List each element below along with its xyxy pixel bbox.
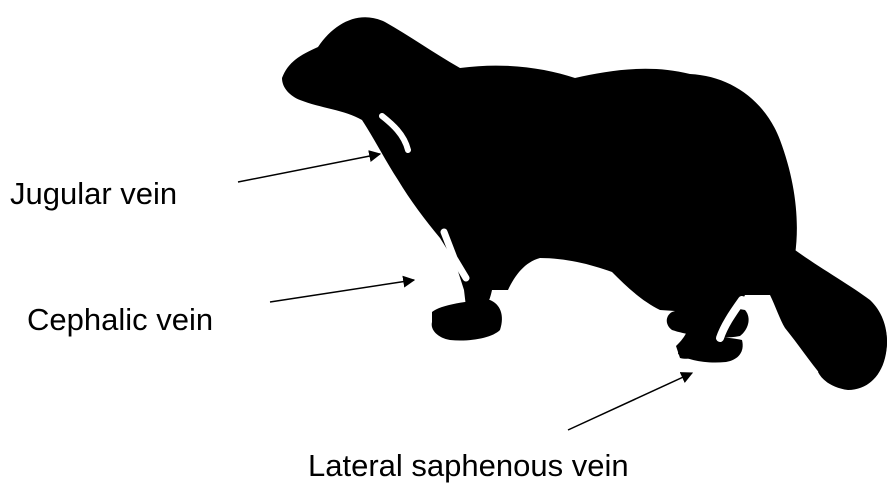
jugular-vein-label: Jugular vein: [10, 178, 177, 209]
cephalic-arrow: [270, 280, 414, 302]
cephalic-vein-label: Cephalic vein: [27, 304, 213, 335]
ferret-body: [282, 17, 887, 386]
saphenous-arrow: [568, 373, 692, 430]
lateral-saphenous-vein-label: Lateral saphenous vein: [308, 450, 629, 481]
front-paw: [432, 300, 502, 341]
ferret-silhouette: [282, 17, 887, 390]
jugular-arrow: [238, 154, 380, 182]
